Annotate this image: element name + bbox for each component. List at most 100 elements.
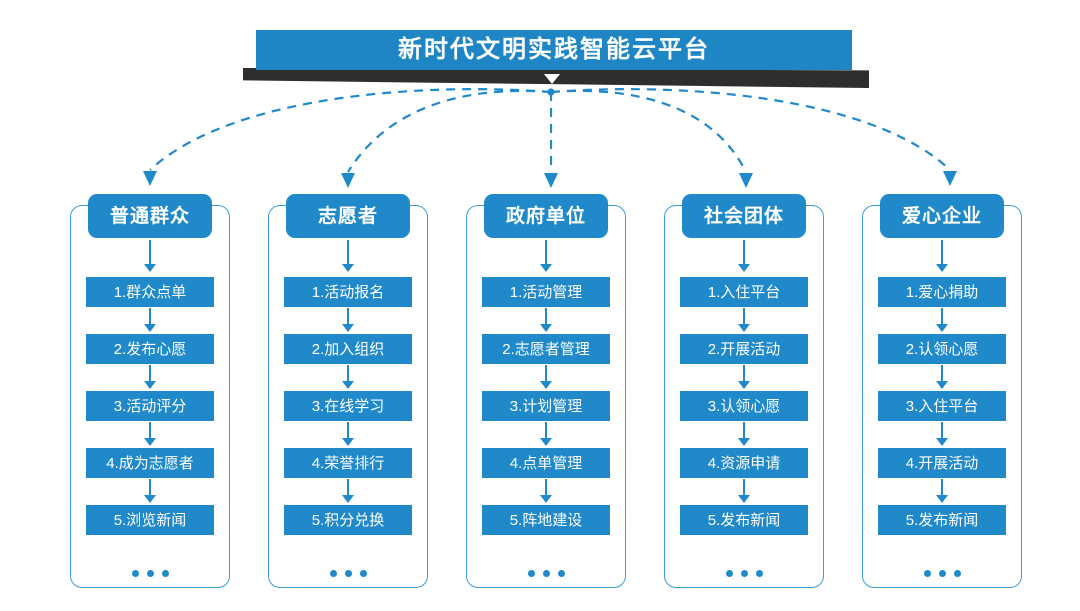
column-header-label: 社会团体 — [703, 205, 784, 227]
ellipsis-dot — [725, 570, 733, 577]
fan-path-2 — [347, 89, 552, 173]
ellipsis-dot — [329, 570, 337, 577]
header-arrowhead-3 — [540, 264, 552, 272]
ellipsis-dot — [542, 570, 550, 577]
column-header-4[interactable]: 社会团体 — [682, 194, 806, 238]
flow-arrow — [540, 479, 552, 503]
flow-item[interactable]: 1.活动管理 — [482, 277, 610, 307]
ellipsis-dot — [740, 570, 748, 577]
flow-item[interactable]: 2.加入组织 — [284, 334, 412, 364]
flow-item-label: 5.阵地建设 — [509, 511, 583, 529]
flow-item[interactable]: 5.发布新闻 — [680, 505, 808, 535]
flow-item[interactable]: 5.积分兑换 — [284, 505, 412, 535]
ellipsis-dot — [344, 570, 352, 577]
flow-arrow — [936, 479, 948, 503]
fan-arrowhead-5 — [943, 171, 957, 186]
flow-item[interactable]: 2.认领心愿 — [878, 334, 1006, 364]
flow-arrow — [342, 365, 354, 389]
column-header-1[interactable]: 普通群众 — [88, 194, 212, 238]
flow-item[interactable]: 3.入住平台 — [878, 391, 1006, 421]
flow-item-label: 3.在线学习 — [311, 397, 385, 415]
more-items-ellipsis — [482, 570, 610, 577]
flow-item[interactable]: 1.活动报名 — [284, 277, 412, 307]
flow-item[interactable]: 4.成为志愿者 — [86, 448, 214, 478]
flow-item-label: 3.活动评分 — [113, 397, 187, 415]
flow-item[interactable]: 2.志愿者管理 — [482, 334, 610, 364]
ellipsis-dot — [938, 570, 946, 577]
column-header-label: 政府单位 — [505, 205, 586, 227]
fan-arrowhead-3 — [544, 173, 558, 188]
flow-item[interactable]: 3.活动评分 — [86, 391, 214, 421]
flow-item-label: 1.活动报名 — [311, 283, 385, 301]
header-arrowhead-4 — [738, 264, 750, 272]
flow-arrow — [540, 308, 552, 332]
flow-item-label: 1.活动管理 — [509, 283, 583, 301]
flow-item[interactable]: 3.认领心愿 — [680, 391, 808, 421]
header-arrowhead-5 — [936, 264, 948, 272]
flow-item[interactable]: 3.在线学习 — [284, 391, 412, 421]
flow-item[interactable]: 5.发布新闻 — [878, 505, 1006, 535]
flow-item-label: 1.爱心捐助 — [905, 283, 979, 301]
flow-item[interactable]: 1.爱心捐助 — [878, 277, 1006, 307]
fan-hub-node — [547, 88, 555, 96]
flow-item-label: 4.资源申请 — [707, 454, 781, 472]
flow-arrow — [144, 422, 156, 446]
header-connector-4 — [743, 240, 745, 266]
flow-arrow — [738, 479, 750, 503]
ellipsis-dot — [359, 570, 367, 577]
flow-item-label: 4.成为志愿者 — [106, 454, 194, 472]
flow-item-label: 5.发布新闻 — [905, 511, 979, 529]
column-header-5[interactable]: 爱心企业 — [880, 194, 1004, 238]
flow-item-label: 3.认领心愿 — [707, 397, 781, 415]
column-header-label: 普通群众 — [109, 205, 190, 227]
flow-item-label: 5.积分兑换 — [311, 511, 385, 529]
more-items-ellipsis — [680, 570, 808, 577]
flow-item[interactable]: 2.开展活动 — [680, 334, 808, 364]
column-header-2[interactable]: 志愿者 — [286, 194, 410, 238]
header-connector-3 — [545, 240, 547, 266]
fan-arrowhead-1 — [143, 171, 157, 186]
flow-arrow — [936, 422, 948, 446]
fan-path-4 — [550, 89, 747, 173]
flow-arrow — [540, 365, 552, 389]
flow-item[interactable]: 4.点单管理 — [482, 448, 610, 478]
header-arrowhead-2 — [342, 264, 354, 272]
flow-arrow — [144, 308, 156, 332]
flow-item-label: 2.认领心愿 — [905, 340, 979, 358]
flow-item[interactable]: 1.入住平台 — [680, 277, 808, 307]
column-header-3[interactable]: 政府单位 — [484, 194, 608, 238]
flow-item-label: 5.发布新闻 — [707, 511, 781, 529]
flow-item-label: 2.志愿者管理 — [502, 340, 590, 358]
flow-item-label: 2.开展活动 — [707, 340, 781, 358]
flow-item[interactable]: 1.群众点单 — [86, 277, 214, 307]
flow-item[interactable]: 4.开展活动 — [878, 448, 1006, 478]
flow-item-label: 2.加入组织 — [311, 340, 385, 358]
ellipsis-dot — [923, 570, 931, 577]
flow-arrow — [936, 308, 948, 332]
flow-item[interactable]: 4.资源申请 — [680, 448, 808, 478]
more-items-ellipsis — [86, 570, 214, 577]
header-connector-1 — [149, 240, 151, 266]
ellipsis-dot — [131, 570, 139, 577]
flow-arrow — [936, 365, 948, 389]
fan-path-5 — [550, 88, 951, 171]
flow-item[interactable]: 4.荣誉排行 — [284, 448, 412, 478]
flow-item[interactable]: 3.计划管理 — [482, 391, 610, 421]
ellipsis-dot — [161, 570, 169, 577]
fan-arrowhead-2 — [341, 173, 355, 188]
flow-item[interactable]: 2.发布心愿 — [86, 334, 214, 364]
flow-item-label: 4.点单管理 — [509, 454, 583, 472]
ellipsis-dot — [557, 570, 565, 577]
ellipsis-dot — [146, 570, 154, 577]
flow-item[interactable]: 5.浏览新闻 — [86, 505, 214, 535]
flow-arrow — [342, 308, 354, 332]
flow-arrow — [144, 479, 156, 503]
flow-arrow — [342, 422, 354, 446]
more-items-ellipsis — [878, 570, 1006, 577]
title-banner: 新时代文明实践智能云平台 — [256, 30, 852, 70]
ellipsis-dot — [953, 570, 961, 577]
flow-arrow — [738, 422, 750, 446]
flow-arrow — [342, 479, 354, 503]
flow-item[interactable]: 5.阵地建设 — [482, 505, 610, 535]
